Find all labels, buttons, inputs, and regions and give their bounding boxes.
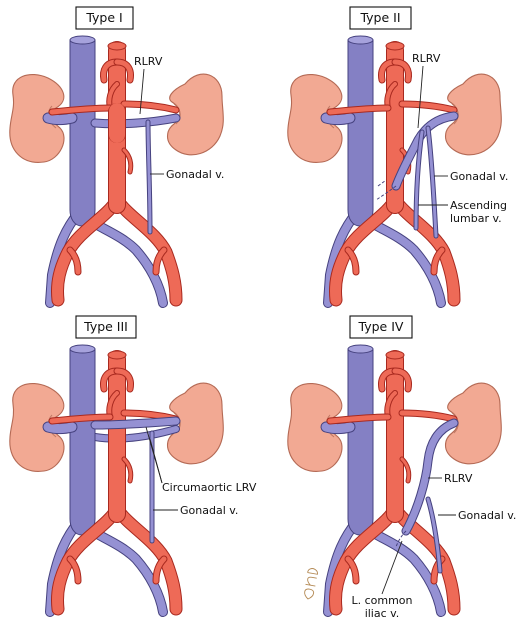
circumaortic-leader-lower — [149, 438, 163, 484]
gonadal-label: Gonadal v. — [166, 168, 224, 181]
great-vessels — [326, 36, 454, 303]
panel-title-box — [75, 315, 137, 339]
panel-type-iii: Type III Circumaortic LRV Gonadal v. — [9, 315, 257, 612]
great-vessels — [48, 36, 176, 303]
panel-title-box — [75, 6, 134, 30]
panel-title: Type I — [85, 10, 122, 25]
rlrv-label: RLRV — [134, 55, 163, 68]
rlrv-leader — [139, 68, 145, 115]
panel-type-ii: Type II RLRV Gonadal v. Ascending lumbar… — [287, 6, 508, 303]
great-vessels — [48, 345, 176, 612]
panel-title-box — [349, 6, 412, 30]
rlrv-leader — [417, 65, 424, 129]
gonadal-label: Gonadal v. — [180, 504, 238, 517]
circumaortic-label: Circumaortic LRV — [162, 481, 257, 494]
panel-title: Type IV — [358, 319, 404, 334]
gonadal-label: Gonadal v. — [458, 509, 516, 522]
panel-type-iv: Type IV RLRV Gonadal v. L. common iliac … — [287, 315, 516, 620]
rlrv-label: RLRV — [444, 472, 473, 485]
iliac-leader — [381, 540, 403, 595]
ascending-label-line1: Ascending — [450, 199, 507, 212]
panel-title: Type III — [83, 319, 128, 334]
gonadal-label: Gonadal v. — [450, 170, 508, 183]
panel-type-i: Type I RLRV Gonadal v. — [9, 6, 224, 303]
iliac-label-line2: iliac v. — [365, 607, 400, 620]
ascending-label-line2: lumbar v. — [450, 212, 502, 225]
rlrv-label: RLRV — [412, 52, 441, 65]
artist-signature — [304, 568, 318, 600]
iliac-label-line1: L. common — [351, 594, 412, 607]
panel-title: Type II — [359, 10, 400, 25]
panel-title-box — [349, 315, 413, 339]
